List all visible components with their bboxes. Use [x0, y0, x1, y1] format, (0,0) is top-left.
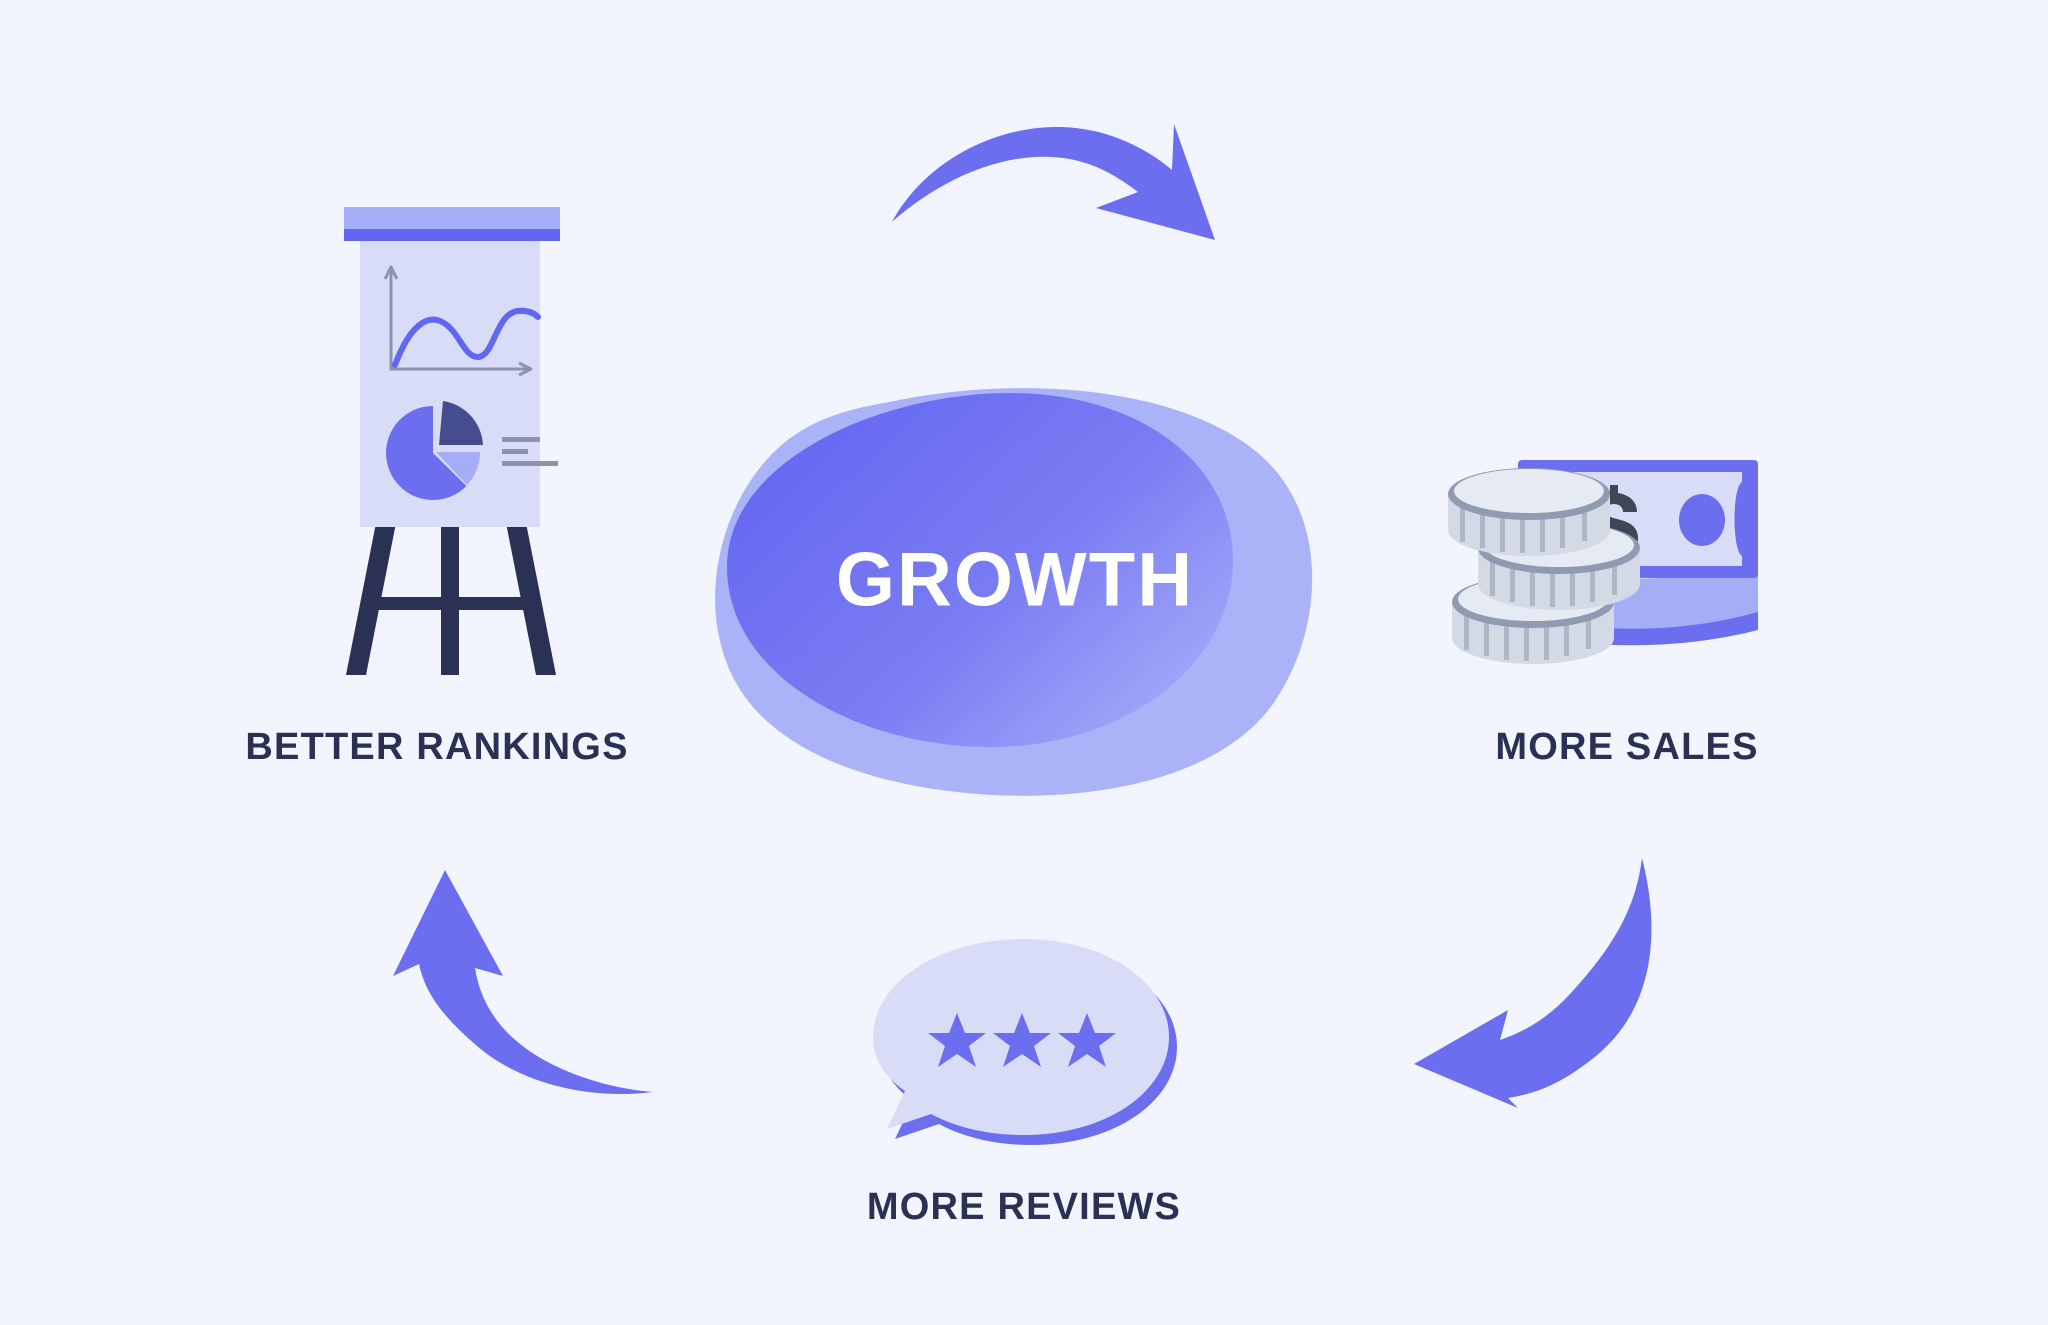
curved-arrow-up-icon: [393, 870, 653, 1095]
flipchart-legs: [346, 523, 556, 675]
label-more-reviews: MORE REVIEWS: [866, 1186, 1182, 1228]
flipchart-line-chart: [383, 265, 533, 377]
arrow-reviews-to-rankings: [385, 840, 665, 1110]
coin-stack-icon: [1448, 468, 1640, 664]
center-growth-blob: GROWTH: [705, 375, 1325, 805]
arrow-rankings-to-sales: [880, 100, 1220, 280]
label-better-rankings: BETTER RANKINGS: [245, 726, 629, 768]
flipchart-top-stripe: [344, 229, 560, 241]
growth-center-text: GROWTH: [835, 537, 1195, 623]
review-bubble-icon: [865, 935, 1185, 1150]
review-stars: [928, 1013, 1116, 1067]
arrow-sales-to-reviews: [1390, 840, 1670, 1110]
flipchart-icon: [320, 205, 580, 680]
banknote-oval: [1679, 494, 1725, 546]
blob-front-shape: [727, 393, 1233, 747]
flipchart-trend-line: [392, 307, 541, 368]
curved-arrow-right-icon: [892, 124, 1215, 240]
flipchart-top-bar: [344, 207, 560, 229]
flipchart-pie-chart: [386, 401, 483, 500]
curved-arrow-down-left-icon: [1414, 858, 1652, 1108]
label-more-sales: MORE SALES: [1495, 726, 1759, 768]
money-icon: [1440, 440, 1810, 665]
flipchart-legend-lines: [502, 437, 558, 466]
